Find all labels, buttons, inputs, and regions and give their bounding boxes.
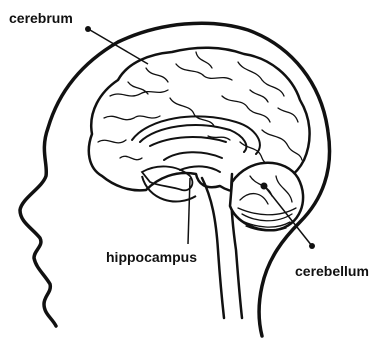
leader-dot-cerebrum bbox=[85, 26, 91, 32]
leader-dot-cerebellum bbox=[309, 243, 315, 249]
label-cerebellum: cerebellum bbox=[295, 264, 369, 278]
label-cerebrum: cerebrum bbox=[9, 11, 73, 25]
label-hippocampus: hippocampus bbox=[106, 250, 197, 264]
leader-hippocampus bbox=[188, 178, 190, 244]
